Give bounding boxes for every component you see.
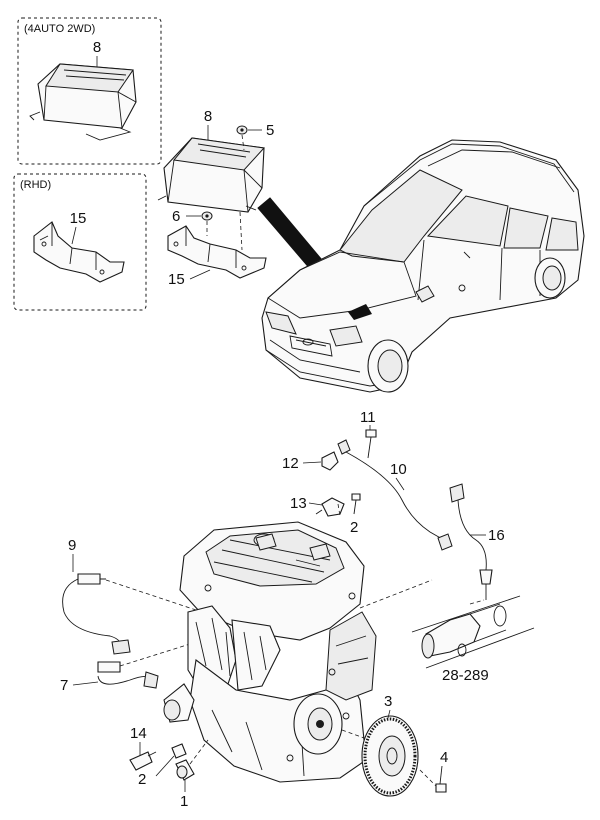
- exhaust-catalyst-ref: [411, 595, 535, 669]
- bolt-2-lower: [171, 743, 187, 759]
- callout-1: 1: [180, 793, 188, 810]
- ecu-bracket-main: [167, 225, 267, 279]
- callout-8-main: 8: [204, 108, 212, 125]
- auto-2wd-label: (4AUTO 2WD): [24, 23, 95, 35]
- callout-12: 12: [282, 455, 299, 472]
- washer-1: [175, 759, 195, 781]
- bolt-2-upper: [351, 493, 361, 515]
- sensor-7: [97, 661, 159, 689]
- callout-11: 11: [360, 409, 376, 426]
- sensor-16: [449, 483, 493, 600]
- callout-8-auto: 8: [93, 39, 101, 56]
- sensor-13: [315, 497, 345, 517]
- callout-13: 13: [290, 495, 307, 512]
- callout-7: 7: [60, 677, 68, 694]
- auto-2wd-variant-box: (4AUTO 2WD) 8: [17, 17, 162, 165]
- nut-6: [201, 211, 213, 221]
- rhd-label: (RHD): [20, 179, 51, 191]
- callout-2-upper: 2: [350, 519, 358, 536]
- clip-12: [321, 451, 339, 471]
- bolt-4: [435, 765, 447, 793]
- callout-5: 5: [266, 122, 274, 139]
- callout-10: 10: [390, 461, 407, 478]
- callout-9: 9: [68, 537, 76, 554]
- ecu-module-main: [157, 137, 266, 213]
- vehicle-illustration: [261, 139, 585, 393]
- callout-3: 3: [384, 693, 392, 710]
- ecu-module-auto: [29, 63, 137, 141]
- callout-6: 6: [172, 208, 180, 225]
- sensor-9: [62, 573, 131, 655]
- callout-28-289: 28-289: [442, 667, 489, 684]
- callout-2-lower: 2: [138, 771, 146, 788]
- bolt-11: [365, 429, 377, 459]
- callout-15-rhd: 15: [70, 210, 87, 227]
- callout-15-main: 15: [168, 271, 185, 288]
- engine-assembly: [163, 521, 377, 783]
- callout-16: 16: [488, 527, 505, 544]
- drive-plate-3: [361, 715, 419, 797]
- sensor-14: [129, 751, 157, 771]
- nut-5: [236, 125, 248, 135]
- callout-14: 14: [130, 725, 147, 742]
- ecu-bracket-rhd: [33, 221, 125, 283]
- rhd-variant-box: (RHD) 15: [13, 173, 147, 311]
- wiring-harness-10: [337, 439, 453, 551]
- callout-4: 4: [440, 749, 448, 766]
